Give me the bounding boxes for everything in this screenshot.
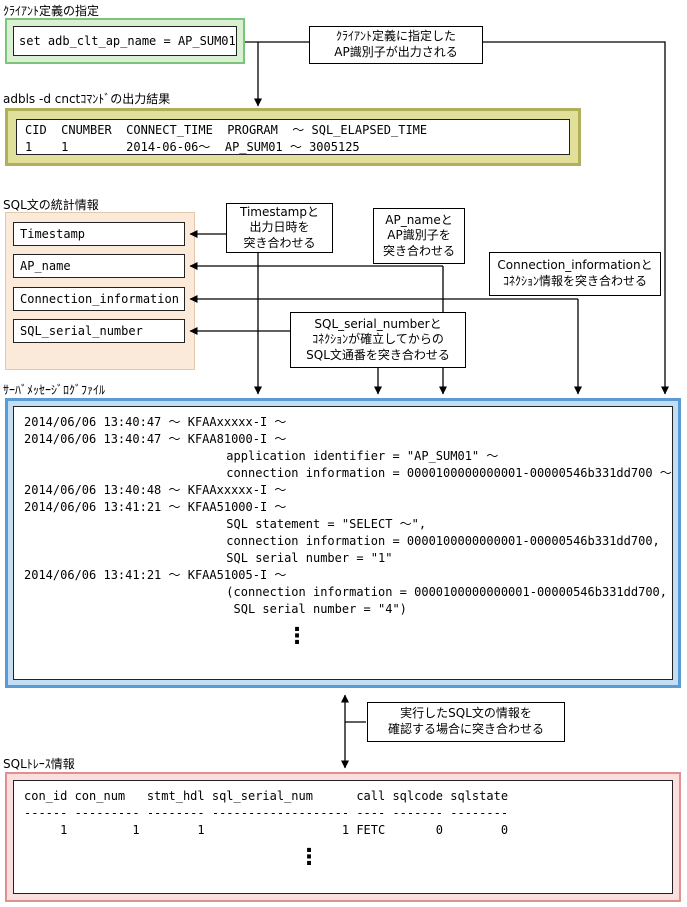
trace-match-callout: 実行したSQL文の情報を 確認する場合に突き合わせる	[367, 702, 565, 742]
timestamp-match-line: Timestampと	[240, 204, 319, 219]
sql-stats-label: SQL文の統計情報	[3, 198, 99, 212]
sql-trace-ellipsis: ⋮	[298, 845, 320, 870]
client-definition-panel: set adb_clt_ap_name = AP_SUM01	[5, 18, 245, 64]
adbls-output-box: CID CNUMBER CONNECT_TIME PROGRAM ～ SQL_E…	[16, 119, 570, 155]
ap-name-match-line: AP識別子を	[387, 228, 451, 243]
serial-match-line: SQL文通番を突き合わせる	[306, 347, 450, 362]
timestamp-match-callout: Timestampと 出力日時を 突き合わせる	[226, 203, 333, 253]
server-log-line: SQL statement = "SELECT ～",	[24, 517, 427, 531]
client-definition-code-box: set adb_clt_ap_name = AP_SUM01	[13, 26, 237, 56]
sql-trace-divider: ------ --------- -------- --------------…	[24, 806, 509, 820]
server-log-line: connection information = 000010000000000…	[24, 466, 672, 480]
stat-item-timestamp: Timestamp	[13, 222, 185, 246]
timestamp-match-line: 突き合わせる	[243, 235, 316, 250]
connection-match-line: Connection_informationと	[497, 258, 653, 273]
server-log-line: 2014/06/06 13:40:47 ～ KFAA81000-I ～	[24, 432, 287, 446]
stat-item-connection-information: Connection_information	[13, 287, 185, 311]
serial-match-line: SQL_serial_numberと	[314, 316, 442, 331]
adbls-output-header: CID CNUMBER CONNECT_TIME PROGRAM ～ SQL_E…	[25, 123, 428, 137]
serial-match-line: ｺﾈｸｼｮﾝが確立してからの	[312, 332, 444, 347]
ap-output-callout: ｸﾗｲｱﾝﾄ定義に指定した AP識別子が出力される	[309, 26, 483, 64]
ap-name-match-callout: AP_nameと AP識別子を 突き合わせる	[373, 208, 465, 264]
sql-trace-box: con_id con_num stmt_hdl sql_serial_num c…	[13, 780, 673, 894]
server-log-line: 2014/06/06 13:40:47 ～ KFAAxxxxx-I ～	[24, 415, 287, 429]
server-log-ellipsis: ⋮	[286, 624, 308, 649]
server-log-panel: 2014/06/06 13:40:47 ～ KFAAxxxxx-I ～ 2014…	[5, 398, 681, 688]
sql-trace-panel: con_id con_num stmt_hdl sql_serial_num c…	[5, 772, 681, 902]
server-log-line: application identifier = "AP_SUM01" ～	[24, 449, 499, 463]
server-log-line: 2014/06/06 13:40:48 ～ KFAAxxxxx-I ～	[24, 483, 287, 497]
server-log-box: 2014/06/06 13:40:47 ～ KFAAxxxxx-I ～ 2014…	[13, 406, 673, 680]
timestamp-match-line: 出力日時を	[249, 220, 310, 235]
server-log-line: 2014/06/06 13:41:21 ～ KFAA51000-I ～	[24, 500, 287, 514]
connection-match-callout: Connection_informationと ｺﾈｸｼｮﾝ情報を突き合わせる	[489, 252, 661, 296]
sql-trace-label: SQLﾄﾚｰｽ情報	[3, 757, 75, 771]
stat-item-sql-serial-number: SQL_serial_number	[13, 319, 185, 343]
server-log-line: SQL serial number = "4")	[24, 602, 407, 616]
stat-item-ap-name: AP_name	[13, 254, 185, 278]
server-log-line: connection information = 000010000000000…	[24, 534, 660, 548]
ap-output-callout-line: ｸﾗｲｱﾝﾄ定義に指定した	[335, 29, 456, 44]
trace-match-line: 実行したSQL文の情報を	[400, 706, 532, 721]
client-definition-label: ｸﾗｲｱﾝﾄ定義の指定	[3, 4, 100, 18]
serial-match-callout: SQL_serial_numberと ｺﾈｸｼｮﾝが確立してからの SQL文通番…	[290, 312, 466, 368]
server-log-label: ｻｰﾊﾞﾒｯｾｰｼﾞﾛｸﾞﾌｧｲﾙ	[3, 383, 106, 397]
ap-name-match-line: 突き合わせる	[382, 243, 455, 258]
adbls-output-row: 1 1 2014-06-06～ AP_SUM01 ～ 3005125	[25, 140, 360, 154]
client-definition-code: set adb_clt_ap_name = AP_SUM01	[19, 33, 236, 48]
ap-output-callout-line: AP識別子が出力される	[334, 45, 458, 59]
sql-trace-header: con_id con_num stmt_hdl sql_serial_num c…	[24, 789, 509, 803]
ap-name-match-line: AP_nameと	[385, 212, 453, 227]
server-log-line: (connection information = 00001000000000…	[24, 585, 667, 599]
server-log-line: 2014/06/06 13:41:21 ～ KFAA51005-I ～	[24, 568, 287, 582]
connection-match-line: ｺﾈｸｼｮﾝ情報を突き合わせる	[502, 274, 647, 288]
sql-trace-row: 1 1 1 1 FETC 0 0	[24, 823, 509, 837]
server-log-line: SQL serial number = "1"	[24, 551, 393, 565]
trace-match-line: 確認する場合に突き合わせる	[387, 722, 544, 736]
adbls-output-panel: CID CNUMBER CONNECT_TIME PROGRAM ～ SQL_E…	[5, 108, 581, 166]
adbls-output-label: adbls -d cnctｺﾏﾝﾄﾞの出力結果	[3, 92, 171, 106]
